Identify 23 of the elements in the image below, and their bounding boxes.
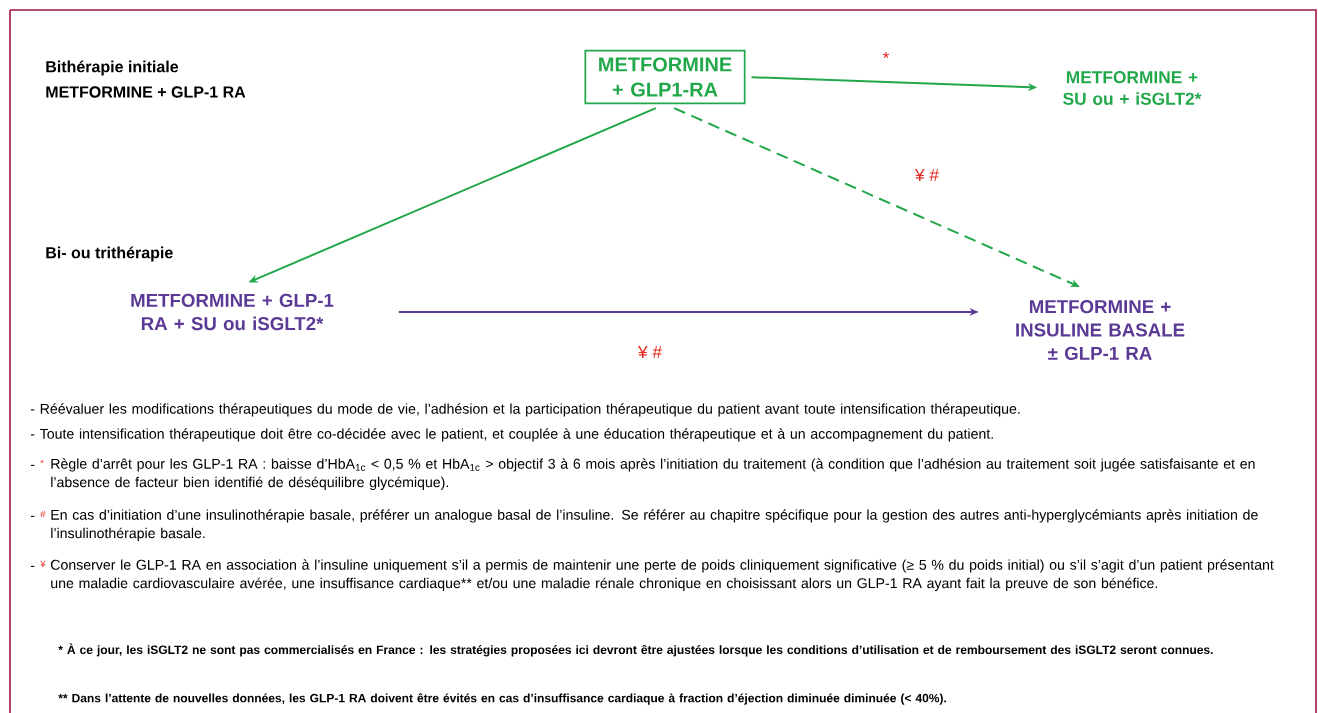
section-heading: Bithérapie initiale xyxy=(46,60,179,76)
footnote-text: ** Dans l’attente de nouvelles données, les GLP-1 RA doivent être évités en cas d’insuffisance cardiaque à fraction d’éjection diminuée diminuée (< 40%). xyxy=(58,693,946,705)
edge-label: * xyxy=(882,52,890,59)
treatment-label: METFORMINE + INSULINE BASALE ± GLP-1 RA xyxy=(1016,300,1185,360)
footnote-mark: # xyxy=(40,510,46,518)
edge-label: ¥ # xyxy=(637,346,662,358)
treatment-label: METFORMINE + SU ou + iSGLT2* xyxy=(1063,71,1202,105)
footnote-mark: * xyxy=(40,459,44,464)
edge-label: ¥ # xyxy=(914,169,939,181)
section-heading: METFORMINE + GLP-1 RA xyxy=(46,86,246,98)
footnote-text: * À ce jour, les iSGLT2 ne sont pas commercialisés en France : les stratégies proposées ici devront être ajustées lorsque les conditions d’utilisation et de remboursement des iSGLT2 seront connues. xyxy=(58,643,1213,657)
note-text: Règle d’arrêt pour les GLP-1 RA : baisse d’HbA$_{1c}$ < 0,5 % et HbA$_{1c}$ > objectif 3 à 6 mois après l’initiation du traitement (à condition que l’adhésion au traitement soit jugée satisfaisante et en l’absence de facteur bien identifié de déséquilibre glycémique). xyxy=(51,458,1255,490)
bullet-dash: - xyxy=(30,464,35,466)
note-text: Conserver le GLP-1 RA en association à l’insuline uniquement s’il a permis de maintenir une perte de poids cliniquement significative (≥ 5 % du poids initial) ou s’il s’agit d’un patient présentant une maladie cardiovasculaire avérée, une insuffisance cardiaque** et/ou une maladie rénale chronique en choisissant alors un GLP-1 RA ayant fait la preuve de son bénéfice. xyxy=(51,559,1274,591)
treatment-box: METFORMINE + GLP1-RA xyxy=(584,49,746,105)
treatment-label: METFORMINE + GLP-1 RA + SU ou iSGLT2* xyxy=(131,293,334,331)
section-heading: Bi- ou trithérapie xyxy=(46,246,173,262)
footnote-mark: ¥ xyxy=(40,560,46,568)
bullet-dash: - xyxy=(30,515,35,517)
note-text: - Réévaluer les modifications thérapeutiques du mode de vie, l’adhésion et la participation thérapeutique du patient avant toute intensification thérapeutique. xyxy=(30,403,1020,417)
note-text: En cas d’initiation d’une insulinothérapie basale, préférer un analogue basal de l’insuline. Se référer au chapitre spécifique pour la gestion des autres anti-hyperglycémiants après initiation de l’insulinothérapie basale. xyxy=(51,509,1258,541)
bullet-dash: - xyxy=(30,565,35,567)
note-text: - Toute intensification thérapeutique doit être co-décidée avec le patient, et couplée à une éducation thérapeutique et à un accompagnement du patient. xyxy=(30,428,993,442)
